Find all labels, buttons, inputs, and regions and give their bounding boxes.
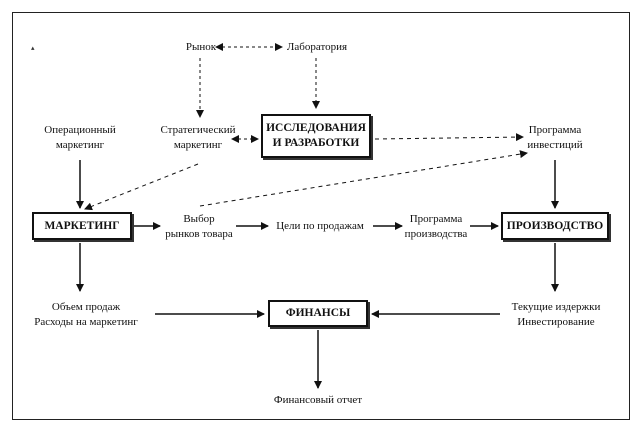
node-tseli-po-prodazham: Цели по продажам (276, 220, 364, 232)
box-finansy: ФИНАНСЫ (268, 300, 368, 327)
node-finansovy-otchet: Финансовый отчет (273, 394, 363, 406)
node-programma-investitsy-line2: инвестиций (527, 139, 583, 151)
node-operatsionny-marketing: Операционный маркетинг (44, 123, 115, 153)
diagram-frame (12, 12, 630, 420)
node-strategichesky-marketing: Стратегический маркетинг (160, 123, 235, 153)
node-tekushchie-line2: Инвестирование (517, 316, 595, 328)
node-programma-proizvodstva-line1: Программа (409, 213, 463, 225)
box-issledovaniya: ИССЛЕДОВАНИЯ И РАЗРАБОТКИ (261, 114, 371, 158)
corner-marker: ▴ (31, 44, 35, 52)
node-rynok: Рынок (185, 41, 217, 53)
node-strategichesky-line2: маркетинг (173, 139, 223, 151)
box-issledovaniya-line1: ИССЛЕДОВАНИЯ (266, 122, 366, 134)
node-obem-line1: Объем продаж (51, 301, 121, 313)
box-issledovaniya-line2: И РАЗРАБОТКИ (272, 137, 360, 149)
node-obem-prodazh: Объем продаж Расходы на маркетинг (34, 300, 138, 330)
node-tekushchie-izderzhki: Текущие издержки Инвестирование (512, 300, 601, 330)
arrow-strategichesky-marketing (84, 163, 199, 211)
node-programma-proizvodstva-line2: производства (404, 228, 468, 240)
node-strategichesky-line1: Стратегический (160, 124, 236, 136)
node-operatsionny-line1: Операционный (44, 124, 116, 136)
node-programma-investitsy-line1: Программа (528, 124, 582, 136)
node-laboratoriya: Лаборатория (286, 41, 348, 53)
node-programma-proizvodstva: Программа производства (405, 212, 468, 242)
box-marketing: МАРКЕТИНГ (32, 212, 132, 240)
node-vybor-rynkov: Выбор рынков товара (165, 212, 232, 242)
node-vybor-line2: рынков товара (165, 228, 233, 240)
node-vybor-line1: Выбор (183, 213, 215, 225)
node-tekushchie-line1: Текущие издержки (511, 301, 601, 313)
box-proizvodstvo: ПРОИЗВОДСТВО (501, 212, 609, 240)
arrow-issledovaniya-programma-investitsy (374, 133, 524, 142)
arrow-vybor-programma-investitsy (199, 150, 528, 207)
node-programma-investitsy: Программа инвестиций (527, 123, 582, 153)
node-operatsionny-line2: маркетинг (55, 139, 105, 151)
node-obem-line2: Расходы на маркетинг (34, 316, 138, 328)
